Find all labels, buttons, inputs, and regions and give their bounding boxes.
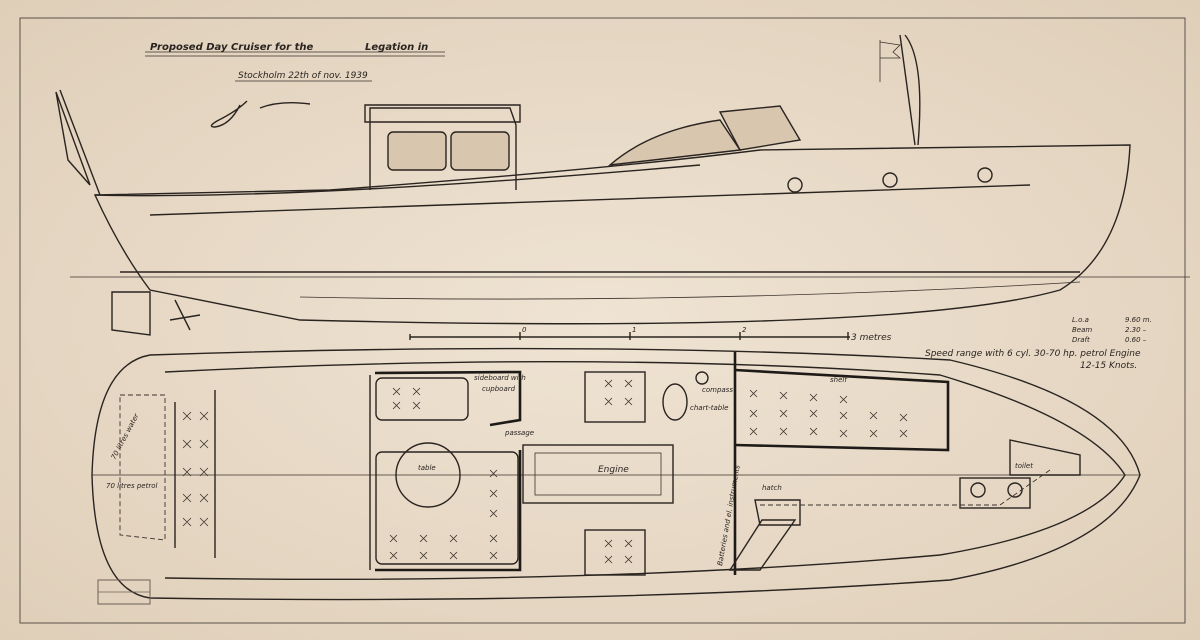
profile-view <box>55 34 1190 336</box>
label-cupboard: cupboard <box>482 385 516 393</box>
scale-tick-1: 1 <box>632 326 636 334</box>
title-line1: Proposed Day Cruiser for the <box>150 42 313 53</box>
label-compass: compass <box>702 386 733 394</box>
scale-bar: 0 1 2 3 metres <box>409 326 892 343</box>
label-petrol-tank: 70 litres petrol <box>106 482 157 490</box>
spec-label: L.o.a <box>1072 316 1089 324</box>
label-toilet: toilet <box>1015 462 1033 470</box>
spec-label: Draft <box>1072 336 1090 344</box>
scale-tick-0: 0 <box>522 326 527 334</box>
specs-block: L.o.a 9.60 m. Beam 2.30 – Draft 0.60 – S… <box>925 316 1152 371</box>
archive-stamp <box>97 579 151 605</box>
scale-tick-2: 2 <box>742 326 747 334</box>
spec-value: 9.60 m. <box>1125 316 1152 324</box>
title-line2: Legation in <box>365 42 428 53</box>
spec-value: 0.60 – <box>1125 336 1147 344</box>
scale-tick-3: 3 metres <box>851 333 892 343</box>
label-table: table <box>418 464 436 472</box>
label-shelf: shelf <box>830 376 848 384</box>
label-engine: Engine <box>598 465 629 475</box>
cushion-markers <box>182 379 908 564</box>
signature-mark <box>210 100 311 128</box>
label-hatch: hatch <box>762 484 782 492</box>
speed-range: Speed range with 6 cyl. 30-70 hp. petrol… <box>925 349 1141 359</box>
label-chart-table: chart-table <box>690 404 728 412</box>
speed-knots: 12-15 Knots. <box>1080 361 1137 371</box>
label-sideboard: sideboard with <box>474 374 526 382</box>
spec-value: 2.30 – <box>1125 326 1147 334</box>
spec-label: Beam <box>1072 326 1092 334</box>
border-frame <box>19 17 1186 624</box>
label-passage: passage <box>504 429 534 437</box>
title-block: Proposed Day Cruiser for the Legation in… <box>145 42 445 128</box>
place-date: Stockholm 22th of nov. 1939 <box>238 71 368 81</box>
